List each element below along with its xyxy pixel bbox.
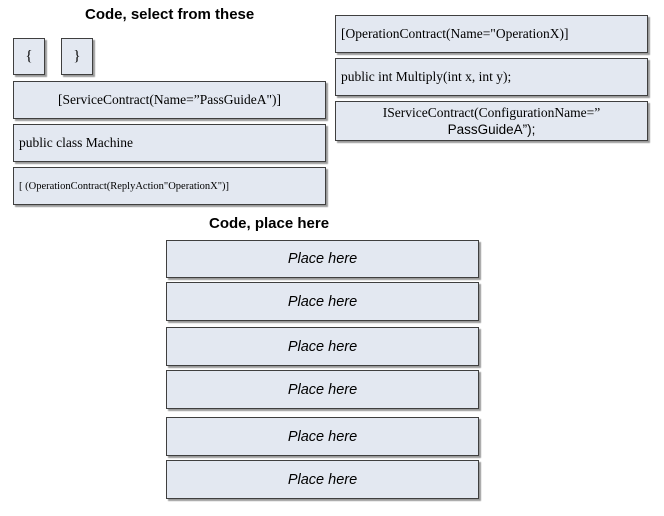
operation-contract-reply-action-text: [ (OperationContract(ReplyAction"Operati… <box>19 180 230 192</box>
drop-slot-2[interactable]: Place here <box>166 282 479 321</box>
service-contract-text: [ServiceContract(Name=”PassGuideA")] <box>58 92 281 108</box>
drop-slot-3[interactable]: Place here <box>166 327 479 366</box>
operation-contract-name-text: [OperationContract(Name="OperationX)] <box>341 26 569 41</box>
drop-slot-3-label: Place here <box>287 338 358 355</box>
drop-slot-2-label: Place here <box>287 293 358 310</box>
public-class-machine-text: public class Machine <box>19 135 133 150</box>
iservice-contract-line1: IServiceContract(ConfigurationName=” <box>382 105 601 120</box>
open-brace-text: { <box>25 48 33 64</box>
service-contract-code: [ServiceContract(Name=”PassGuideA")] <box>57 92 282 107</box>
close-brace-text: } <box>73 48 81 64</box>
drop-slot-4-label: Place here <box>287 381 358 398</box>
drop-slot-6[interactable]: Place here <box>166 460 479 499</box>
multiply-method-text: public int Multiply(int x, int y); <box>341 69 512 84</box>
drop-slot-5[interactable]: Place here <box>166 417 479 456</box>
drop-slot-4[interactable]: Place here <box>166 370 479 409</box>
operation-contract-name-tile[interactable]: [OperationContract(Name="OperationX)] <box>335 15 648 53</box>
operation-contract-reply-action-tile[interactable]: [ (OperationContract(ReplyAction"Operati… <box>13 167 326 205</box>
iservice-contract-line2: PassGuideA”); <box>447 122 536 137</box>
drop-slot-1-label: Place here <box>287 251 358 267</box>
drop-slot-5-label: Place here <box>287 428 358 445</box>
select-area-heading: Code, select from these <box>85 6 255 23</box>
public-class-machine-tile[interactable]: public class Machine <box>13 124 326 162</box>
iservice-contract-tile[interactable]: IServiceContract(ConfigurationName=” Pas… <box>335 101 648 141</box>
drop-slot-1[interactable]: Place here <box>166 240 479 278</box>
drop-slot-6-label: Place here <box>287 471 358 488</box>
place-area-heading: Code, place here <box>209 215 330 232</box>
close-brace-tile[interactable]: } <box>61 38 93 75</box>
multiply-method-tile[interactable]: public int Multiply(int x, int y); <box>335 58 648 96</box>
open-brace-tile[interactable]: { <box>13 38 45 75</box>
service-contract-tile[interactable]: [ServiceContract(Name=”PassGuideA")] <box>13 81 326 119</box>
